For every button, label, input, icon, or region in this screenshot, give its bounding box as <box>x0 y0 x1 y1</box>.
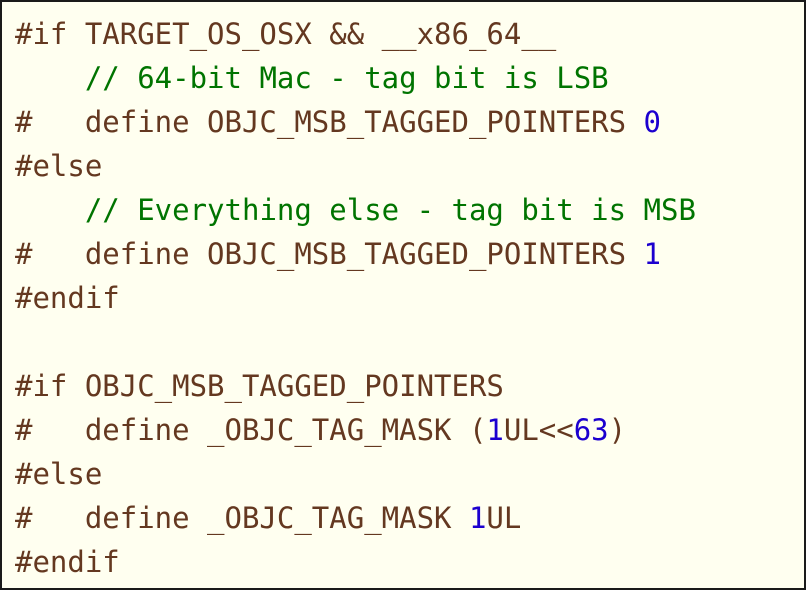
preprocessor-token: UL <box>486 501 522 535</box>
code-line: #if TARGET_OS_OSX && __x86_64__ <box>15 12 696 56</box>
code-block: #if TARGET_OS_OSX && __x86_64__ // 64-bi… <box>15 12 696 584</box>
code-line: #endif <box>15 276 696 320</box>
preprocessor-token: #if OBJC_MSB_TAGGED_POINTERS <box>15 369 504 403</box>
indent-token <box>15 61 85 95</box>
preprocessor-token: # define OBJC_MSB_TAGGED_POINTERS <box>15 237 644 271</box>
preprocessor-token: #else <box>15 457 103 491</box>
preprocessor-token: #else <box>15 149 103 183</box>
code-line: #else <box>15 144 696 188</box>
code-line: # define _OBJC_TAG_MASK 1UL <box>15 496 696 540</box>
code-line: // 64-bit Mac - tag bit is LSB <box>15 56 696 100</box>
preprocessor-token: ) <box>608 413 627 447</box>
comment-token: // Everything else - tag bit is MSB <box>84 193 696 227</box>
number-literal: 1 <box>468 501 487 535</box>
comment-token: // 64-bit Mac - tag bit is LSB <box>84 61 609 95</box>
code-line <box>15 320 696 364</box>
code-line: # define OBJC_MSB_TAGGED_POINTERS 0 <box>15 100 696 144</box>
number-literal: 1 <box>486 413 504 447</box>
code-line: # define OBJC_MSB_TAGGED_POINTERS 1 <box>15 232 696 276</box>
code-line: # define _OBJC_TAG_MASK (1UL<<63) <box>15 408 696 452</box>
code-line: // Everything else - tag bit is MSB <box>15 188 696 232</box>
preprocessor-token: #endif <box>15 545 120 579</box>
preprocessor-token: # define _OBJC_TAG_MASK <box>15 501 469 535</box>
preprocessor-token: # define OBJC_MSB_TAGGED_POINTERS <box>15 105 644 139</box>
code-line: #endif <box>15 540 696 584</box>
preprocessor-token: #if TARGET_OS_OSX && __x86_64__ <box>15 17 557 51</box>
number-literal: 1 <box>643 237 662 271</box>
indent-token <box>15 193 85 227</box>
preprocessor-token: # define _OBJC_TAG_MASK ( <box>15 413 487 447</box>
preprocessor-token: UL<< <box>503 413 574 447</box>
preprocessor-token: #endif <box>15 281 120 315</box>
code-line: #if OBJC_MSB_TAGGED_POINTERS <box>15 364 696 408</box>
number-literal: 0 <box>643 105 662 139</box>
code-line: #else <box>15 452 696 496</box>
number-literal: 63 <box>573 413 609 447</box>
